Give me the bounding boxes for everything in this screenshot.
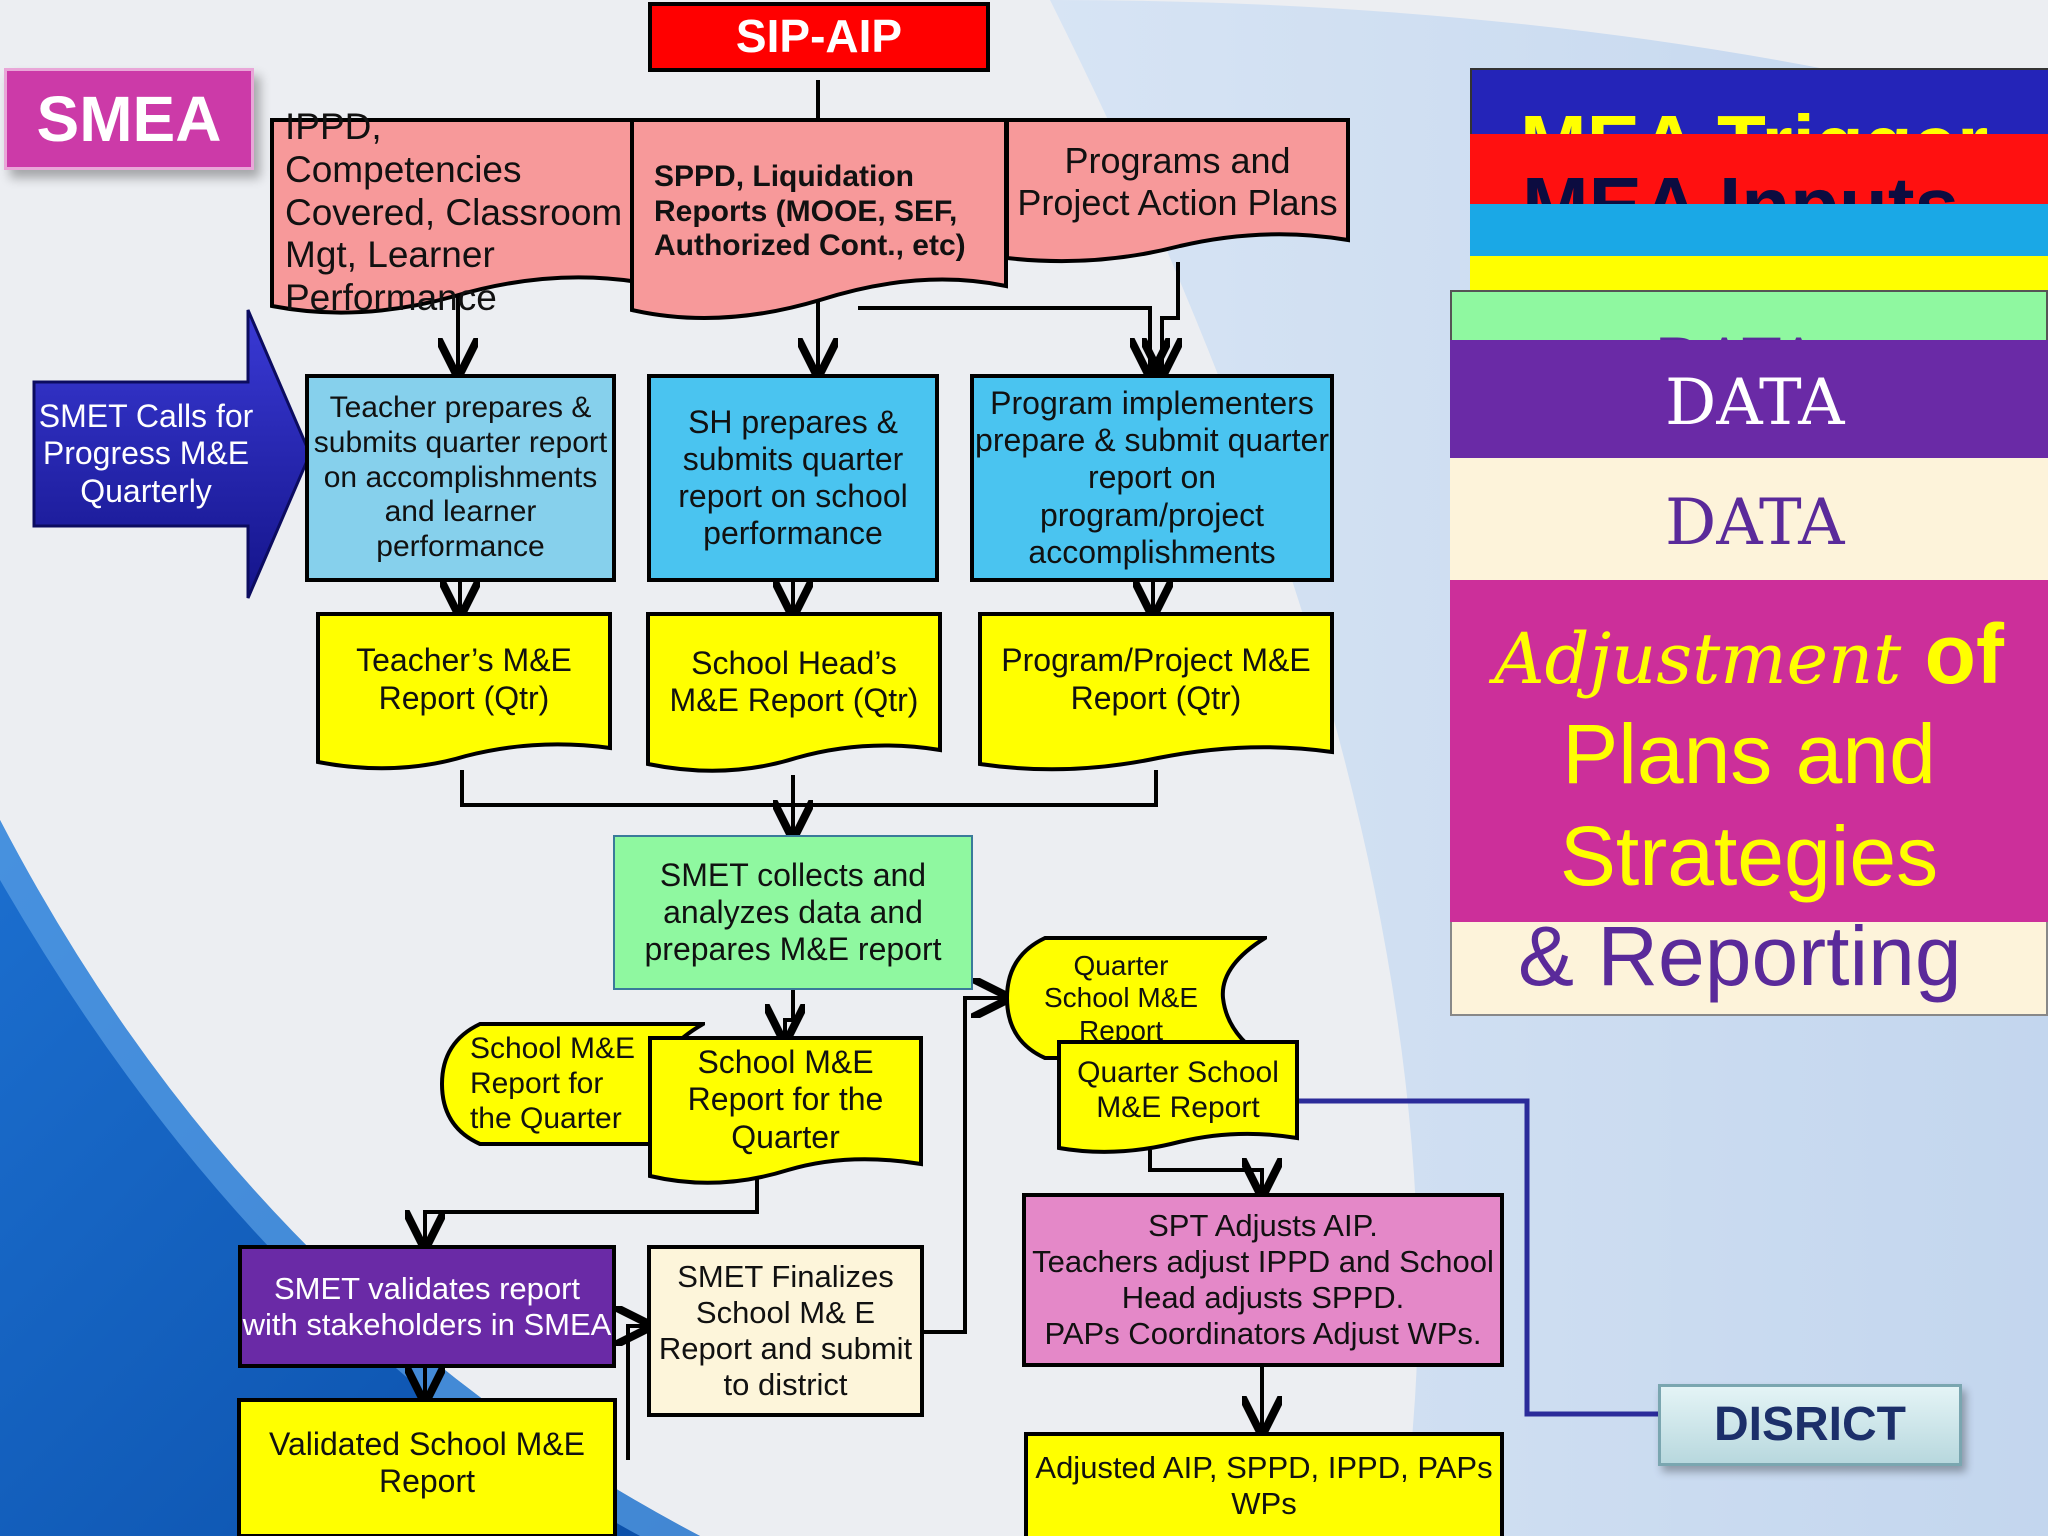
smea-label: SMEA [36, 82, 222, 155]
school-report-front-text: School M&E Report for the Quarter [687, 1044, 884, 1155]
input-sppd-doc: SPPD, Liquidation Reports (MOOE, SEF, Au… [630, 118, 1008, 328]
school-head-report-doc: School Head’s M&E Report (Qtr) [646, 612, 942, 782]
program-report-text: Program/Project M&E Report (Qtr) [1001, 642, 1311, 716]
sip-aip-label: SIP-AIP [735, 10, 903, 63]
adjusted-plans-doc: Adjusted AIP, SPPD, IPPD, PAPs WPs [1024, 1432, 1504, 1536]
smet-finalizes-box: SMET Finalizes School M& E Report and su… [647, 1245, 924, 1417]
spt-adjusts-text: SPT Adjusts AIP. Teachers adjust IPPD an… [1032, 1208, 1494, 1351]
smet-validates-text: SMET validates report with stakeholders … [242, 1270, 612, 1342]
district-box: DISRICT [1658, 1384, 1962, 1466]
smet-validates-box: SMET validates report with stakeholders … [238, 1245, 616, 1368]
school-report-back-doc: School M&E Report for the Quarter [440, 1022, 705, 1147]
district-label: DISRICT [1714, 1398, 1906, 1452]
teacher-report-doc: Teacher’s M&E Report (Qtr) [316, 612, 612, 777]
adjusted-plans-text: Adjusted AIP, SPPD, IPPD, PAPs WPs [1035, 1450, 1493, 1521]
sip-aip-box: SIP-AIP [648, 2, 990, 72]
smet-calls-text: SMET Calls for Progress M&E Quarterly [38, 398, 254, 509]
teacher-report-text: Teacher’s M&E Report (Qtr) [356, 642, 572, 716]
school-report-back-text: School M&E Report for the Quarter [469, 1032, 636, 1135]
smet-calls-arrow: SMET Calls for Progress M&E Quarterly [32, 308, 312, 600]
smet-collects-text: SMET collects and analyzes data and prep… [644, 856, 942, 968]
program-prepares-box: Program implementers prepare & submit qu… [970, 374, 1334, 582]
validated-report-doc: Validated School M&E Report [237, 1398, 617, 1536]
quarter-report-front-text: Quarter School M&E Report [1077, 1056, 1279, 1124]
input-paps-text: Programs and Project Action Plans [1017, 140, 1338, 223]
input-sppd-text: SPPD, Liquidation Reports (MOOE, SEF, Au… [654, 159, 966, 263]
quarter-report-front-doc: Quarter School M&E Report [1057, 1040, 1299, 1160]
program-prepares-text: Program implementers prepare & submit qu… [975, 385, 1329, 570]
smet-collects-box: SMET collects and analyzes data and prep… [613, 835, 973, 990]
smea-label-box: SMEA [4, 68, 254, 170]
input-paps-doc: Programs and Project Action Plans [1005, 118, 1350, 276]
school-report-front-doc: School M&E Report for the Quarter [648, 1036, 923, 1194]
quarter-report-back-doc: Quarter School M&E Report [1005, 936, 1267, 1061]
teacher-prepares-box: Teacher prepares & submits quarter repor… [305, 374, 616, 582]
school-head-report-text: School Head’s M&E Report (Qtr) [669, 644, 919, 718]
program-report-doc: Program/Project M&E Report (Qtr) [978, 612, 1334, 777]
spt-adjusts-box: SPT Adjusts AIP. Teachers adjust IPPD an… [1022, 1193, 1504, 1367]
input-ippd-text: IPPD, Competencies Covered, Classroom Mg… [285, 105, 623, 319]
quarter-report-back-text: Quarter School M&E Report [1043, 949, 1199, 1046]
teacher-prepares-text: Teacher prepares & submits quarter repor… [313, 391, 608, 564]
smet-finalizes-text: SMET Finalizes School M& E Report and su… [658, 1259, 913, 1402]
sh-prepares-text: SH prepares & submits quarter report on … [678, 403, 908, 552]
input-ippd-doc: IPPD, Competencies Covered, Classroom Mg… [270, 106, 640, 318]
validated-report-text: Validated School M&E Report [268, 1425, 586, 1499]
sh-prepares-box: SH prepares & submits quarter report on … [647, 374, 939, 582]
